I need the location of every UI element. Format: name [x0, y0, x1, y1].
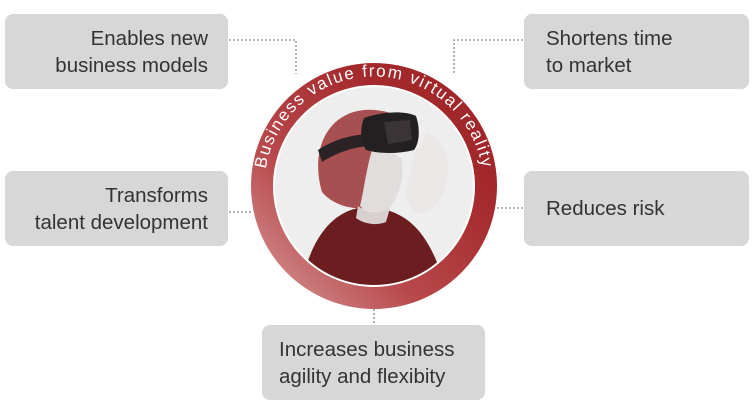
- benefit-text-line: Increases business: [279, 337, 455, 361]
- benefit-box-talent-development: Transforms talent development: [5, 171, 228, 246]
- benefit-text-line: Reduces risk: [546, 197, 665, 220]
- benefit-box-reduces-risk: Reduces risk: [524, 171, 749, 246]
- connector-lines: [229, 39, 523, 324]
- benefit-text-line: business models: [55, 53, 208, 77]
- benefit-text-line: Shortens time: [546, 26, 673, 50]
- benefit-box-time-to-market: Shortens time to market: [524, 14, 749, 89]
- connector-top-left: [229, 39, 297, 74]
- benefit-box-business-models: Enables new business models: [5, 14, 228, 89]
- benefit-text-line: to market: [546, 53, 632, 77]
- connector-top-right: [453, 39, 523, 74]
- benefit-text-line: agility and flexibity: [279, 364, 446, 388]
- benefit-text-line: talent development: [34, 210, 208, 234]
- benefit-text-line: Enables new: [90, 26, 208, 50]
- benefit-text-line: Transforms: [105, 183, 208, 207]
- benefit-box-agility: Increases business agility and flexibity: [262, 325, 485, 400]
- person-vr-headset-icon: [300, 109, 449, 285]
